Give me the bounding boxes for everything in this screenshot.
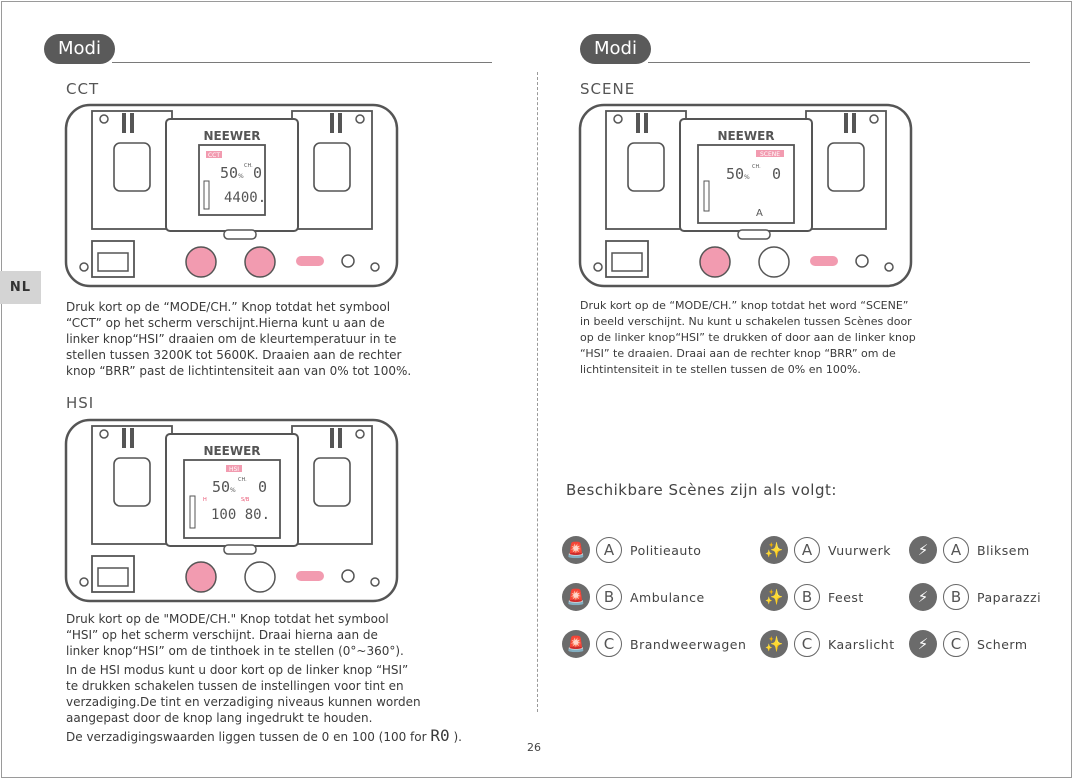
hsi-description: Druk kort op de "MODE/CH." Knop totdat h…: [66, 612, 404, 658]
police-light-icon: 🚨: [562, 583, 590, 611]
lcd-unit: %: [230, 487, 236, 494]
scene-label: Ambulance: [630, 589, 705, 605]
scene-letter-badge: C: [794, 631, 820, 657]
lcd-value: 100 80.: [211, 507, 270, 523]
column-divider: [537, 72, 538, 712]
scene-letter-badge: B: [794, 584, 820, 610]
scene-letter-badge: B: [596, 584, 622, 610]
device-illustration-hsi: NEEWER HSI 50 % CH. 0 H S/B 100 80.: [64, 418, 399, 603]
left-section-header: Modi: [44, 34, 115, 64]
scene-letter-badge: C: [596, 631, 622, 657]
scene-label: Paparazzi: [977, 589, 1042, 605]
lcd-value: 4400.: [224, 190, 266, 206]
lcd-unit: %: [744, 174, 750, 181]
right-section-header: Modi: [580, 34, 651, 64]
scene-letter-badge: A: [596, 537, 622, 563]
page-number: 26: [527, 741, 541, 754]
device-illustration-scene: NEEWER SCENE 50 % CH. 0 A: [578, 103, 913, 288]
device-brand: NEEWER: [203, 129, 260, 143]
lcd-hue-label: H: [203, 497, 207, 503]
r0-glyph: R0: [430, 726, 450, 745]
scene-item-paparazzi: ⚡ B Paparazzi: [909, 581, 1041, 613]
lcd-brightness: 50: [726, 165, 744, 183]
police-light-icon: 🚨: [562, 630, 590, 658]
left-header-rule: [112, 62, 492, 63]
scene-label: Vuurwerk: [828, 542, 891, 558]
lcd-channel: 0: [253, 164, 262, 182]
scene-description: Druk kort op de “MODE/CH.” knop totdat h…: [580, 299, 916, 376]
scene-label: Politieauto: [630, 542, 702, 558]
device-illustration-cct: NEEWER CCT 50 % CH. 0 4400.: [64, 103, 399, 288]
scene-item-kaarslicht: ✨ C Kaarslicht: [760, 628, 895, 660]
scene-title: SCENE: [580, 80, 636, 98]
firework-icon: ✨: [760, 583, 788, 611]
hsi-description-2: In de HSI modus kunt u door kort op de l…: [66, 663, 421, 725]
lcd-unit: %: [238, 173, 244, 180]
scene-label: Brandweerwagen: [630, 636, 747, 652]
scene-item-brandweerwagen: 🚨 C Brandweerwagen: [562, 628, 746, 660]
lcd-channel: 0: [772, 165, 781, 183]
lcd-mode-label: SCENE: [760, 151, 780, 158]
scene-item-politieauto: 🚨 A Politieauto: [562, 534, 701, 566]
scene-label: Bliksem: [977, 542, 1030, 558]
lcd-brightness: 50: [220, 164, 238, 182]
firework-icon: ✨: [760, 630, 788, 658]
cct-description: Druk kort op de “MODE/CH.” Knop totdat h…: [66, 300, 412, 378]
lcd-channel: 0: [258, 478, 267, 496]
lcd-sat-label: S/B: [241, 497, 250, 503]
lightning-icon: ⚡: [909, 536, 937, 564]
scene-label: Kaarslicht: [828, 636, 895, 652]
cct-title: CCT: [66, 80, 100, 98]
lcd-ch-label: CH.: [752, 164, 761, 170]
lcd-brightness: 50: [212, 478, 230, 496]
right-header-rule: [648, 62, 1030, 63]
scene-letter-badge: B: [943, 584, 969, 610]
hsi-title: HSI: [66, 394, 95, 412]
scenes-heading: Beschikbare Scènes zijn als volgt:: [566, 481, 837, 499]
firework-icon: ✨: [760, 536, 788, 564]
scene-letter-badge: C: [943, 631, 969, 657]
language-tab: NL: [0, 271, 41, 304]
device-brand: NEEWER: [203, 444, 260, 458]
lcd-mode-label: HSI: [229, 466, 239, 473]
scene-item-scherm: ⚡ C Scherm: [909, 628, 1028, 660]
lcd-scene-letter: A: [756, 208, 763, 219]
device-brand: NEEWER: [717, 129, 774, 143]
lcd-ch-label: CH.: [244, 163, 253, 169]
lightning-icon: ⚡: [909, 630, 937, 658]
scene-label: Feest: [828, 589, 864, 605]
scene-letter-badge: A: [794, 537, 820, 563]
police-light-icon: 🚨: [562, 536, 590, 564]
lcd-ch-label: CH.: [238, 477, 247, 483]
scene-item-bliksem: ⚡ A Bliksem: [909, 534, 1030, 566]
hsi-description-3: De verzadigingswaarden liggen tussen de …: [66, 726, 462, 745]
scene-item-vuurwerk: ✨ A Vuurwerk: [760, 534, 891, 566]
scene-item-feest: ✨ B Feest: [760, 581, 864, 613]
scene-item-ambulance: 🚨 B Ambulance: [562, 581, 705, 613]
scene-label: Scherm: [977, 636, 1028, 652]
lightning-icon: ⚡: [909, 583, 937, 611]
lcd-mode-label: CCT: [208, 152, 220, 159]
scene-letter-badge: A: [943, 537, 969, 563]
